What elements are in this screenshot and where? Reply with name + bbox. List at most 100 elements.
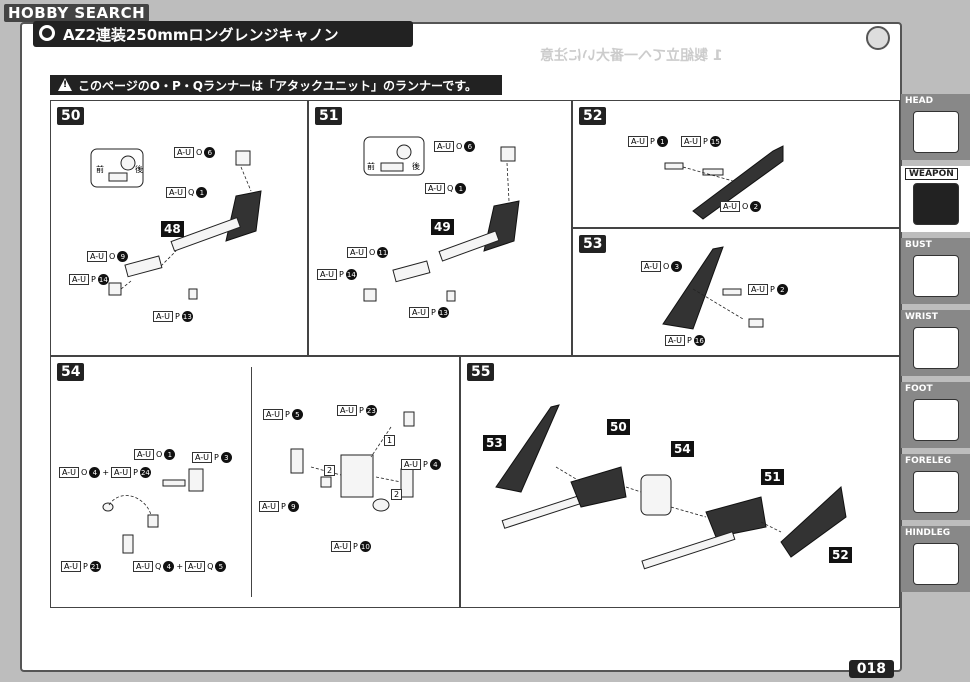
marker-box: 1 [384,435,396,446]
runner-letter: P [285,410,290,419]
warning-text: このページのO・P・Qランナーは「アタックユニット」のランナーです。 [78,78,478,93]
pin-part [446,290,456,302]
fin-part [692,145,784,220]
guide-line [506,162,510,202]
runner-letter: P [650,137,655,146]
cap-part [372,498,390,512]
part-number: 1 [196,187,208,198]
weapon-icon [913,183,959,225]
step-54-diagram [102,411,415,554]
sub-assembly-badge: 53 [483,435,506,451]
tab-wrist[interactable]: WRIST [901,310,970,376]
guide-line [120,280,132,290]
runner-letter: P [423,460,428,469]
back-text: 後 [412,162,420,171]
step-number: 54 [57,363,85,381]
part-number: 2 [750,201,762,212]
runner-code: A-U [166,187,187,198]
arm-part [400,468,414,498]
warning-icon [58,78,72,91]
runner-letter: P [133,468,138,477]
tab-foreleg[interactable]: FORELEG [901,454,970,520]
part-number: 21 [89,561,101,572]
bracket-part [188,468,204,492]
sub-assembly-badge: 54 [671,441,694,457]
runner-code: A-U [748,284,769,295]
runner-code: A-U [434,141,455,152]
step-number: 52 [579,107,607,125]
bust-icon [913,255,959,297]
guide-line [670,506,707,518]
runner-letter: P [339,270,344,279]
tab-weapon[interactable]: WEAPON [901,166,970,232]
pin-part [320,476,332,488]
runner-letter: P [83,562,88,571]
part-number: 1 [656,136,668,147]
section-title: AZ2連装250mmロングレンジキャノン [33,21,413,47]
gear-icon [866,26,890,50]
part-number: 5 [215,561,227,572]
hinge-part [340,454,374,498]
part-number: 4 [89,467,101,478]
tab-label: WEAPON [905,168,958,180]
head-icon [913,111,959,153]
link-part [162,479,186,487]
clip-part [500,146,516,162]
runner-code: A-U [87,251,108,262]
runner-code: A-U [720,201,741,212]
marker-box: 2 [391,489,403,500]
part-number: 13 [437,307,449,318]
runner-letter: O [109,252,116,261]
part-number: 6 [464,141,476,152]
tab-hindleg[interactable]: HINDLEG [901,526,970,592]
panel-divider [251,367,252,597]
step-55-diagram [495,404,847,570]
cap-part [363,288,377,302]
runner-letter: Q [188,188,195,197]
runner-letter: P [770,285,775,294]
link-part [722,288,742,296]
clip-part [403,411,415,427]
step-55-panel: 55 53 50 54 51 52 [460,356,900,608]
front-text: 前 [96,165,104,174]
foreleg-icon [913,471,959,513]
step-marker: 2 [324,465,336,476]
part-number: 15 [709,136,721,147]
guide-line [682,166,734,182]
runner-code: A-U [681,136,702,147]
runner-code: A-U [259,501,280,512]
tab-label: WRIST [905,312,938,322]
plus-sign: + [102,468,110,477]
runner-letter: P [431,308,436,317]
part-number: 24 [139,467,151,478]
front-label: 前 [96,164,104,175]
wrist-icon [913,327,959,369]
step-number: 53 [579,235,607,253]
runner-letter: O [663,262,670,271]
hinge-part [640,474,672,516]
step-53-diagram [662,246,764,330]
pin-part [188,288,198,300]
runner-code: A-U [61,561,82,572]
sub-assembly-badge: 50 [607,419,630,435]
tab-foot[interactable]: FOOT [901,382,970,448]
tab-head[interactable]: HEAD [901,94,970,160]
part-number: 23 [365,405,377,416]
tab-bust[interactable]: BUST [901,238,970,304]
exclaim-icon [396,144,412,160]
guide-line [760,521,782,533]
warning-banner: このページのO・P・Qランナーは「アタックユニット」のランナーです。 [50,75,502,95]
runner-code: A-U [185,561,206,572]
